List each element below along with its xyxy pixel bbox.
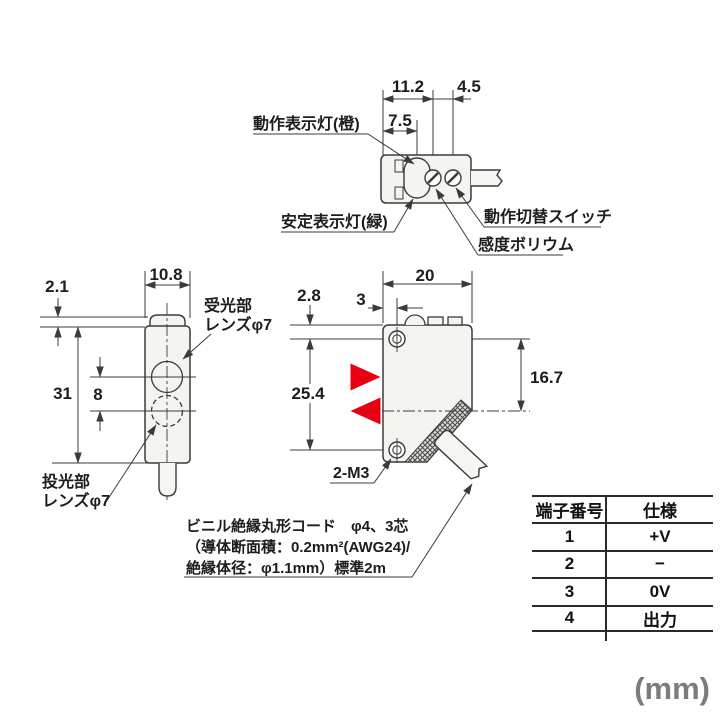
leader-line (182, 333, 212, 360)
unit-note: (mm) (634, 671, 710, 706)
dim-10-8: 10.8 (149, 265, 182, 284)
label-emitter-lens-2: レンズφ7 (42, 491, 110, 510)
top-tab (447, 316, 463, 326)
table-cell: +V (607, 522, 713, 549)
top-tab (427, 316, 444, 326)
leader-line (367, 133, 415, 165)
front-view (40, 271, 212, 503)
sensor-body-front (144, 325, 191, 464)
table-cell: 出力 (607, 604, 713, 632)
table-header-terminal-no: 端子番号 (532, 495, 607, 522)
table-cell: 3 (532, 577, 607, 604)
sensitivity-volume-screw (424, 169, 442, 187)
mounting-slot (394, 186, 404, 200)
dim-8: 8 (93, 385, 102, 404)
leader-line (411, 483, 473, 578)
label-sensitivity-adjuster: 感度ボリウム (478, 235, 574, 254)
table-header-spec: 仕様 (607, 495, 713, 522)
dim-11-2: 11.2 (392, 77, 424, 96)
dim-16-7: 16.7 (530, 368, 563, 387)
dim-25-4: 25.4 (291, 384, 325, 403)
mounting-hole-lower (388, 438, 406, 463)
dim-3: 3 (356, 290, 365, 309)
dim-2-1: 2.1 (45, 277, 69, 296)
table-cell: 2 (532, 549, 607, 577)
top-view (253, 90, 601, 256)
table-cell: 1 (532, 522, 607, 549)
dim-7-5: 7.5 (388, 111, 412, 130)
label-emitter-lens: 投光部 (42, 472, 90, 491)
cable-stub-top (471, 169, 503, 187)
cable-note-line1: ビニル絶縁丸形コード φ4、3芯 (186, 517, 408, 535)
mounting-slot (394, 159, 404, 173)
cable-side (434, 429, 489, 480)
label-operation-indicator: 動作表示灯(橙) (253, 114, 360, 133)
label-stability-indicator: 安定表示灯(緑) (281, 212, 388, 231)
dim-20: 20 (416, 266, 435, 285)
leader-line (455, 187, 485, 228)
lens-cap (149, 314, 186, 327)
label-receiver-lens-2: レンズφ7 (204, 315, 272, 334)
mode-switch-screw (444, 169, 462, 187)
leader-line (435, 188, 479, 256)
table-cell: 0V (607, 577, 713, 604)
hatched-cable-exit (403, 399, 473, 463)
top-dome (404, 314, 426, 326)
table-cell: 4 (532, 604, 607, 632)
label-2-m3: 2-M3 (333, 465, 370, 482)
label-mode-switch: 動作切替スイッチ (484, 207, 612, 226)
table-column-divider (605, 495, 607, 641)
cable-stub-front (158, 463, 177, 497)
cable-note-line2: （導体断面積：0.2mm²(AWG24)/ (186, 538, 411, 556)
table-cell: − (607, 549, 713, 577)
mounting-hole-upper (388, 327, 406, 352)
dim-4-5: 4.5 (457, 77, 481, 96)
leader-line (105, 424, 157, 503)
dim-31: 31 (53, 384, 72, 403)
cable-note-line3: 絶縁体径：φ1.1mm）標準2m (186, 559, 386, 577)
leader-line (393, 198, 414, 233)
leader-line (373, 458, 392, 484)
dim-2-8: 2.8 (297, 286, 321, 305)
side-view (184, 271, 530, 578)
label-receiver-lens: 受光部 (204, 296, 252, 315)
terminal-table: 端子番号 仕様 1 +V 2 − 3 0V 4 出力 (532, 495, 713, 632)
